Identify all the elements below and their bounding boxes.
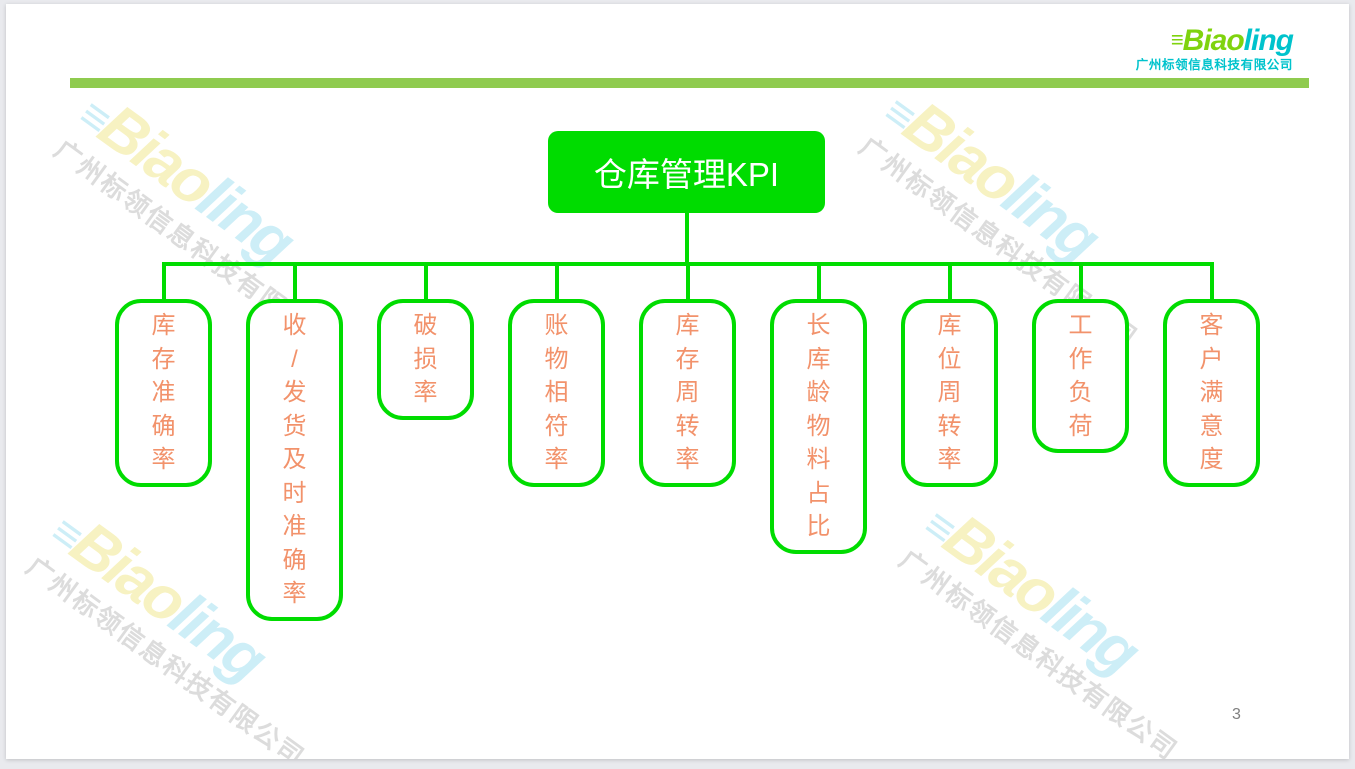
connector-drop [292,262,297,303]
watermark-logo: ≡Biaoling [874,85,1111,274]
kpi-node-label-char: 率 [151,446,176,474]
kpi-node-box[interactable]: 账物相符率 [508,299,605,487]
logo-wordmark-cyan: ling [1243,24,1294,57]
kpi-node-label-char: 存 [675,345,700,373]
connector-drop [423,262,428,303]
connector-drop [947,262,952,303]
kpi-node-box[interactable]: 收 / 发货及时准确率 [246,299,343,621]
kpi-node-label-char: 转 [675,412,700,440]
kpi-node-label-char: 货 [282,412,307,440]
kpi-node-label-char: 料 [806,446,831,474]
kpi-node-box[interactable]: 库位周转率 [901,299,998,487]
kpi-node-box[interactable]: 工作负荷 [1032,299,1129,453]
logo-company-name: 广州标领信息科技有限公司 [1135,58,1293,72]
kpi-node-label-char: 占 [806,479,831,507]
kpi-node-label-char: 账 [544,312,569,340]
watermark-speedlines-icon: ≡ [69,88,120,145]
kpi-node-box[interactable]: 客户满意度 [1163,299,1260,487]
connector-drop [554,262,559,303]
kpi-node-label-char: 相 [544,379,569,407]
kpi-node-label-char: 库 [806,345,831,373]
kpi-node-label-char: 率 [413,379,438,407]
kpi-node-label-char: 率 [675,446,700,474]
kpi-node-label-char: 比 [806,513,831,541]
kpi-node-label-char: 损 [413,345,438,373]
kpi-node-label-char: 作 [1068,345,1093,373]
kpi-node-box[interactable]: 库存准确率 [115,299,212,487]
logo-wordmark: ≡Biaoling [1136,24,1294,57]
connector-drop [1209,262,1214,303]
header-accent-bar [70,78,1309,88]
company-logo: ≡Biaoling 广州标领信息科技有限公司 [1135,24,1294,72]
watermark-logo: ≡Biaoling [69,88,306,277]
kpi-node-label-char: 率 [937,446,962,474]
logo-wordmark-green: Biao [1182,24,1245,57]
connector-drop [1078,262,1083,303]
kpi-node-box[interactable]: 长库龄物料占比 [770,299,867,554]
kpi-node-label-char: 库 [151,312,176,340]
kpi-node-label-char: 发 [282,379,307,407]
kpi-node-label-char: 周 [675,379,700,407]
kpi-node-label-char: 周 [937,379,962,407]
kpi-node-label-char: 荷 [1068,412,1093,440]
kpi-node-label-char: 破 [413,312,438,340]
kpi-node-label-char: 意 [1199,412,1224,440]
kpi-node-label-char: / [291,345,298,373]
kpi-node-label-char: 客 [1199,312,1224,340]
connector-drop [816,262,821,303]
kpi-node-label-char: 收 [282,312,307,340]
kpi-node-label-char: 准 [151,379,176,407]
kpi-node-label-char: 长 [806,312,831,340]
watermark-speedlines-icon: ≡ [914,498,965,555]
kpi-node-label-char: 负 [1068,379,1093,406]
kpi-node-label-char: 户 [1199,345,1224,373]
logo-speedlines-icon: ≡ [1170,27,1184,52]
watermark-speedlines-icon: ≡ [41,505,92,562]
connector-root-stem [684,212,689,264]
kpi-node-label-char: 位 [937,345,962,373]
kpi-node-label-char: 库 [675,312,700,340]
kpi-node-label-char: 工 [1068,312,1093,339]
connector-drop [685,262,690,303]
diagram-root-node[interactable]: 仓库管理KPI [548,131,825,213]
kpi-node-label-char: 时 [282,479,307,507]
kpi-node-label-char: 龄 [806,379,831,407]
kpi-node-label-char: 确 [282,546,307,574]
kpi-node-label-char: 确 [151,412,176,440]
kpi-node-label-char: 及 [282,446,307,474]
watermark-speedlines-icon: ≡ [874,85,925,142]
kpi-node-label-char: 符 [544,412,569,440]
kpi-node-label-char: 转 [937,412,962,440]
kpi-node-label-char: 物 [544,345,569,373]
watermark-company-name: 广州标领信息科技有限公司 [893,544,1184,759]
kpi-node-label-char: 度 [1199,446,1224,474]
watermark-logo: ≡Biaoling [914,498,1151,687]
page-number: 3 [1232,706,1241,723]
kpi-node-label-char: 满 [1199,379,1224,407]
kpi-node-label-char: 存 [151,345,176,373]
kpi-node-label-char: 准 [282,513,307,541]
kpi-node-label-char: 率 [544,446,569,474]
kpi-node-label-char: 率 [282,580,307,608]
diagram-root-label: 仓库管理KPI [593,156,780,193]
kpi-node-label-char: 物 [806,412,831,440]
kpi-node-box[interactable]: 库存周转率 [639,299,736,487]
kpi-node-box[interactable]: 破损率 [377,299,474,420]
connector-drop [161,262,166,303]
kpi-node-label-char: 库 [937,312,962,340]
